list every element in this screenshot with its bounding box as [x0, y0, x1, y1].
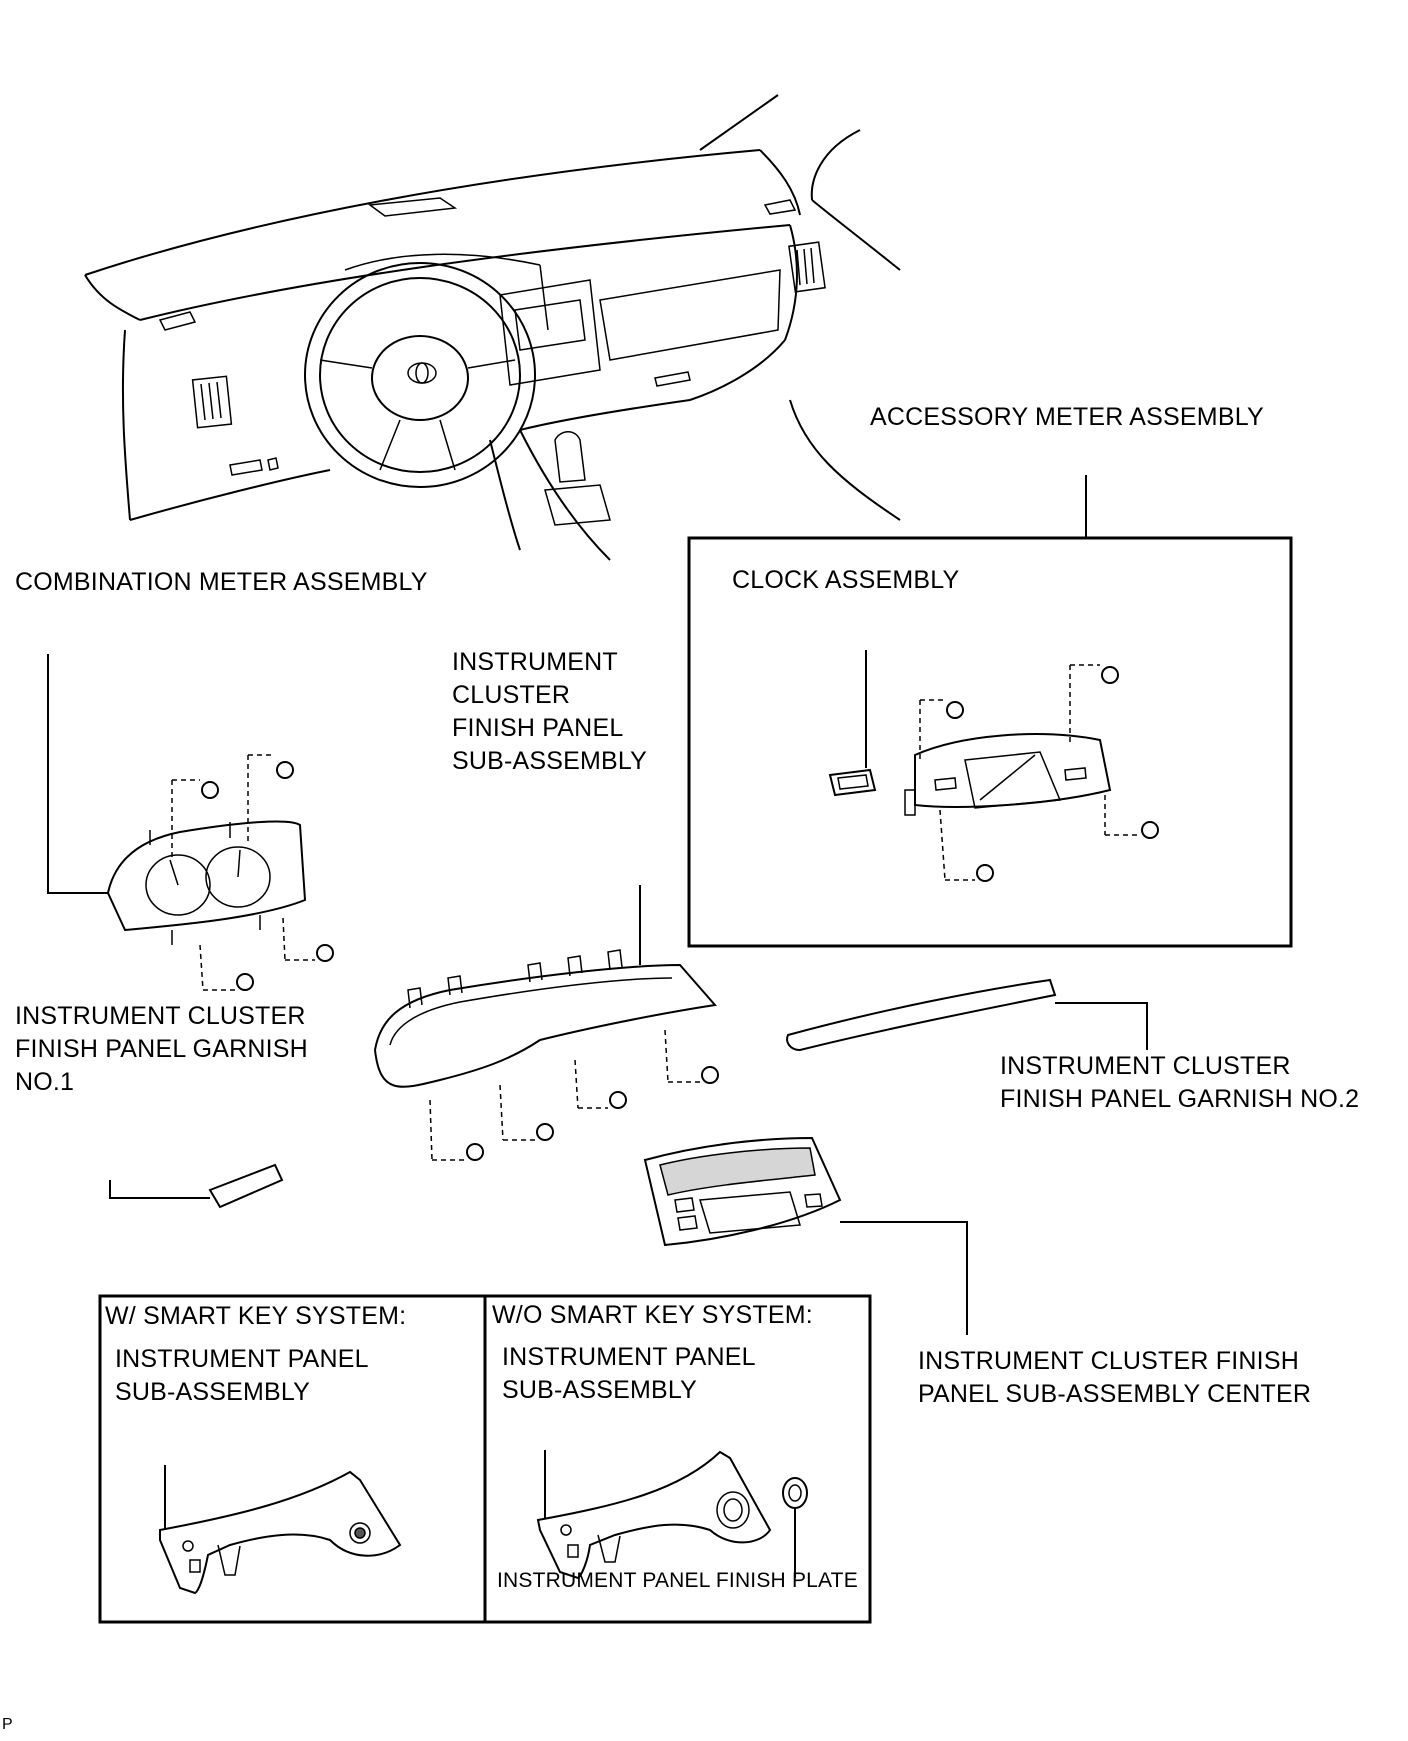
accessory-meter-screws: [919, 664, 1159, 882]
combination-meter-leader: [47, 654, 108, 894]
dashboard-illustration: [84, 94, 901, 561]
label-garnish-no2: INSTRUMENT CLUSTER FINISH PANEL GARNISH …: [1000, 1052, 1360, 1113]
label-wo-smart-key: W/O SMART KEY SYSTEM:: [492, 1301, 813, 1329]
finish-panel-drawing: [373, 949, 717, 1088]
label-instrument-panel-w: INSTRUMENT PANEL SUB-ASSEMBLY: [115, 1345, 369, 1406]
finish-panel-screws: [429, 1029, 719, 1161]
label-combination-meter: COMBINATION METER ASSEMBLY: [15, 568, 428, 596]
combination-meter-screws: [171, 754, 334, 991]
instrument-panel-w-drawing: [159, 1465, 402, 1595]
label-instrument-panel-wo: INSTRUMENT PANEL SUB-ASSEMBLY: [502, 1343, 756, 1404]
label-cluster-finish-panel: INSTRUMENT CLUSTER FINISH PANEL SUB-ASSE…: [452, 648, 648, 775]
label-corner-mark: P: [2, 1716, 13, 1733]
label-center-finish-panel: INSTRUMENT CLUSTER FINISH PANEL SUB-ASSE…: [918, 1347, 1312, 1408]
center-panel-drawing: [643, 1136, 968, 1335]
label-finish-plate: INSTRUMENT PANEL FINISH PLATE: [497, 1569, 858, 1592]
label-accessory-meter: ACCESSORY METER ASSEMBLY: [870, 403, 1264, 431]
combination-meter-drawing: [106, 820, 307, 945]
accessory-meter-unit: [904, 733, 1112, 816]
label-clock-assembly: CLOCK ASSEMBLY: [732, 566, 960, 594]
garnish-no1-drawing: [109, 1163, 284, 1209]
label-w-smart-key: W/ SMART KEY SYSTEM:: [105, 1302, 407, 1330]
accessory-meter-box: [687, 536, 1293, 948]
garnish-no2-drawing: [786, 978, 1148, 1052]
instrument-panel-wo-drawing: [536, 1450, 808, 1580]
label-garnish-no1: INSTRUMENT CLUSTER FINISH PANEL GARNISH …: [15, 1002, 308, 1096]
clock-assembly-drawing: [828, 650, 877, 797]
